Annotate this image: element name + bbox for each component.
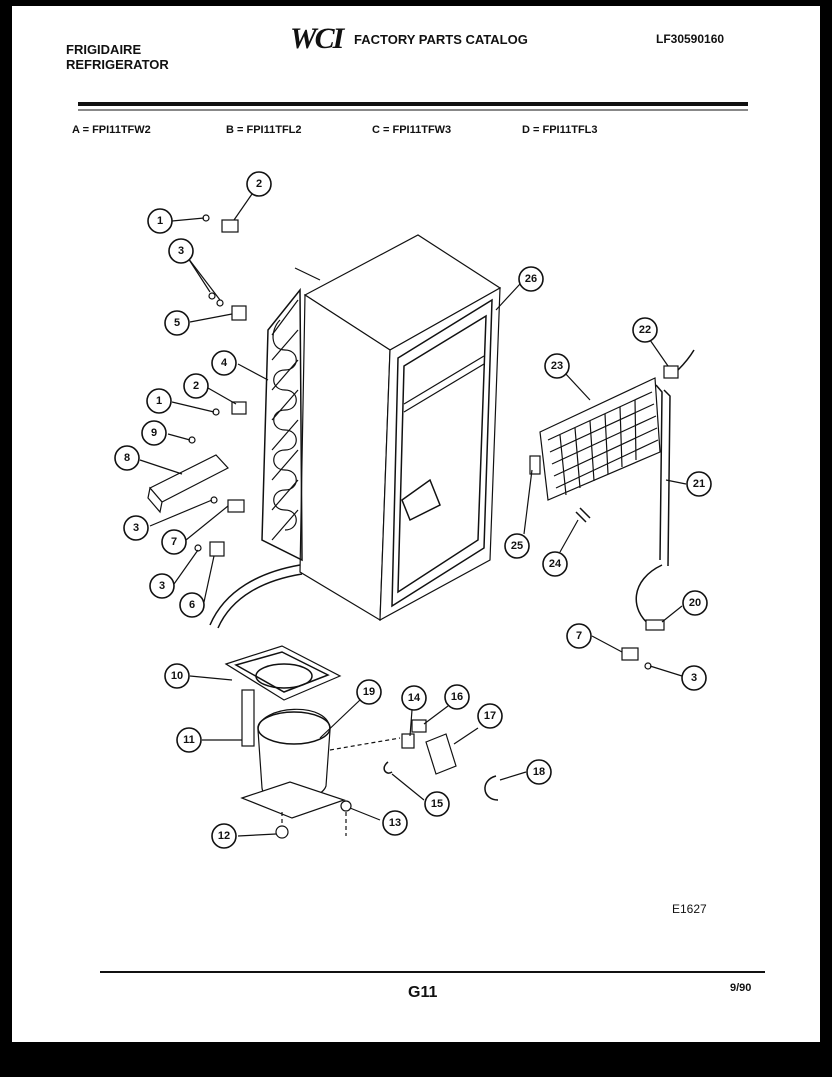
- callout-21: 21: [686, 471, 712, 497]
- svg-text:7: 7: [576, 630, 582, 642]
- svg-text:25: 25: [511, 540, 523, 552]
- callout-7-right: 7: [566, 623, 592, 649]
- svg-text:1: 1: [156, 395, 162, 407]
- callout-10: 10: [164, 663, 190, 689]
- callout-7-left: 7: [161, 529, 187, 555]
- callout-3-mid: 3: [123, 515, 149, 541]
- svg-text:18: 18: [533, 766, 545, 778]
- svg-text:3: 3: [691, 672, 697, 684]
- page-id: G11: [408, 984, 438, 1001]
- svg-text:11: 11: [183, 734, 195, 746]
- cabinet: [294, 234, 502, 622]
- svg-text:2: 2: [193, 380, 199, 392]
- callout-25: 25: [504, 533, 530, 559]
- page-date: 9/90: [730, 982, 752, 994]
- callout-13: 13: [382, 810, 408, 836]
- svg-text:24: 24: [549, 558, 562, 570]
- model-a: A = FPI11TFW2: [72, 124, 151, 136]
- svg-text:15: 15: [431, 798, 443, 810]
- callout-1-mid: 1: [146, 388, 172, 414]
- svg-text:22: 22: [639, 324, 651, 336]
- left-hardware: [147, 214, 247, 557]
- svg-text:21: 21: [693, 478, 705, 490]
- callout-22: 22: [632, 317, 658, 343]
- svg-text:19: 19: [363, 686, 375, 698]
- svg-text:3: 3: [178, 245, 184, 257]
- callout-9: 9: [141, 420, 167, 446]
- svg-text:12: 12: [218, 830, 230, 842]
- evaporator: [539, 377, 661, 501]
- callout-3-right: 3: [681, 665, 707, 691]
- callout-15: 15: [424, 791, 450, 817]
- svg-text:7: 7: [171, 536, 177, 548]
- callout-3-top: 3: [168, 238, 194, 264]
- svg-text:3: 3: [133, 522, 139, 534]
- drain-tube: [209, 564, 303, 629]
- model-d: D = FPI11TFL3: [522, 124, 598, 136]
- svg-text:8: 8: [124, 452, 130, 464]
- callout-11: 11: [176, 727, 202, 753]
- callout-3-low: 3: [149, 573, 175, 599]
- svg-text:1: 1: [157, 215, 163, 227]
- svg-text:3: 3: [159, 580, 165, 592]
- compressor-area: [224, 645, 499, 839]
- svg-text:17: 17: [484, 710, 496, 722]
- svg-text:16: 16: [451, 691, 463, 703]
- svg-text:14: 14: [408, 692, 421, 704]
- callout-4: 4: [211, 350, 237, 376]
- callout-26: 26: [518, 266, 544, 292]
- callout-19: 19: [356, 679, 382, 705]
- callout-23: 23: [544, 353, 570, 379]
- callout-17: 17: [477, 703, 503, 729]
- callout-14: 14: [401, 685, 427, 711]
- catalog-title: FACTORY PARTS CATALOG: [354, 32, 528, 47]
- brand-label: FRIGIDAIRE REFRIGERATOR: [66, 42, 169, 72]
- callout-12: 12: [211, 823, 237, 849]
- wci-logo: WCI: [290, 22, 344, 55]
- callout-2-top: 2: [246, 171, 272, 197]
- callout-1-top: 1: [147, 208, 173, 234]
- callout-2-mid: 2: [183, 373, 209, 399]
- model-b: B = FPI11TFL2: [226, 124, 302, 136]
- svg-text:23: 23: [551, 360, 563, 372]
- callout-5: 5: [164, 310, 190, 336]
- svg-text:2: 2: [256, 178, 262, 190]
- svg-text:6: 6: [189, 599, 195, 611]
- brand-line-1: FRIGIDAIRE: [66, 42, 142, 57]
- condenser-coil: [261, 287, 303, 562]
- svg-text:5: 5: [174, 317, 180, 329]
- callout-24: 24: [542, 551, 568, 577]
- callout-20: 20: [682, 590, 708, 616]
- callout-8: 8: [114, 445, 140, 471]
- catalog-number: LF30590160: [656, 32, 725, 46]
- svg-text:20: 20: [689, 597, 701, 609]
- defrost-components: [529, 349, 695, 631]
- callout-16: 16: [444, 684, 470, 710]
- svg-text:10: 10: [171, 670, 183, 682]
- callout-6: 6: [179, 592, 205, 618]
- model-c: C = FPI11TFW3: [372, 124, 452, 136]
- svg-text:4: 4: [221, 357, 228, 369]
- svg-text:9: 9: [151, 427, 157, 439]
- svg-text:13: 13: [389, 817, 401, 829]
- svg-text:26: 26: [525, 273, 537, 285]
- brand-line-2: REFRIGERATOR: [66, 57, 169, 72]
- leader-lines: [139, 193, 687, 837]
- lower-right-hardware: [621, 647, 652, 670]
- callout-18: 18: [526, 759, 552, 785]
- figure-code: E1627: [672, 902, 707, 916]
